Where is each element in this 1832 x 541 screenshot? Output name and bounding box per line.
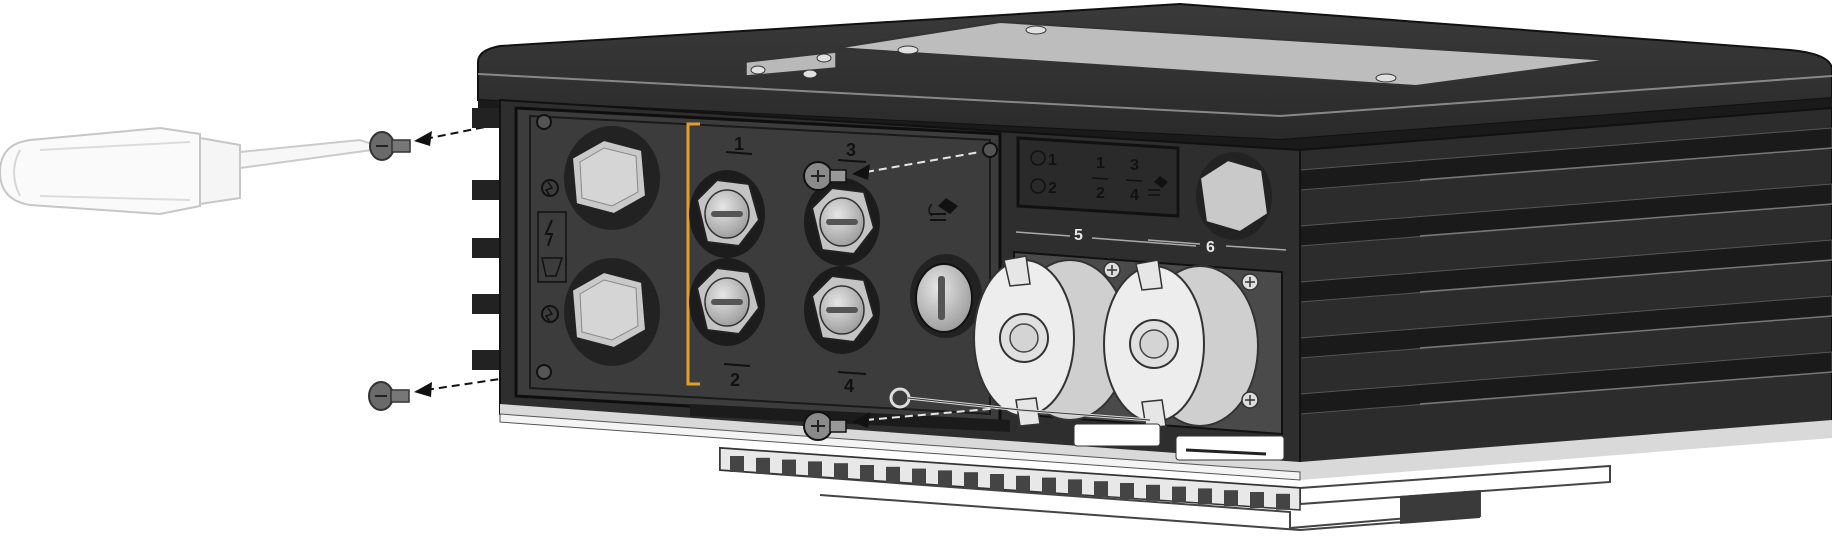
vent-slot	[756, 457, 770, 474]
screw-icon	[803, 161, 847, 191]
port-group-bracket	[686, 122, 700, 386]
vent-slot	[938, 470, 952, 487]
large-cable-gland	[564, 258, 660, 366]
vent-slot	[1224, 490, 1238, 507]
vent-slot	[1146, 484, 1160, 501]
port-label-1: 1	[734, 134, 744, 154]
screw-icon	[368, 381, 410, 411]
fin-edge	[1419, 203, 1832, 237]
round-connector-5	[973, 250, 1147, 427]
vent-slot	[990, 474, 1004, 490]
screw-icon	[803, 411, 847, 441]
vent-slot	[1120, 483, 1134, 499]
vent-slot	[1016, 475, 1030, 492]
vent-slot	[1276, 493, 1290, 510]
label-plate	[1175, 435, 1285, 461]
screw-icon	[369, 131, 411, 161]
vent-slot	[860, 465, 874, 481]
vent-slot	[964, 472, 978, 489]
port-label-3: 3	[846, 140, 856, 160]
indicator-label-box: 1 2 1 2 3 4	[1016, 136, 1180, 218]
led-label-1: 1	[1048, 152, 1057, 169]
indicator-col-b-bottom: 4	[1130, 187, 1139, 204]
vent-slot	[912, 468, 926, 485]
vent-slot	[1094, 481, 1108, 498]
removal-arrow	[852, 407, 1001, 428]
vent-slot	[808, 461, 822, 478]
port-label-4: 4	[844, 376, 854, 396]
vent-slot	[1042, 477, 1056, 494]
vent-slot	[1250, 492, 1264, 508]
ground-icon	[541, 305, 559, 323]
screwdriver-icon	[0, 126, 373, 216]
vent-slot	[1068, 479, 1082, 496]
small-cable-gland	[689, 170, 765, 258]
connector-cover-panel: 1 3 2 4	[514, 106, 1010, 432]
port-label-2: 2	[730, 370, 740, 390]
small-cable-gland	[804, 178, 880, 266]
warning-lightning-icon	[537, 211, 567, 283]
small-cable-gland	[689, 258, 765, 346]
ground-icon	[541, 179, 559, 197]
left-fins	[472, 108, 502, 370]
fin-edge	[1419, 315, 1832, 349]
large-cable-gland	[564, 126, 660, 230]
vent-slot	[1172, 486, 1186, 503]
connector-label-5: 5	[1074, 227, 1083, 244]
ground-wire	[889, 387, 1151, 422]
led-label-2: 2	[1048, 180, 1057, 197]
heat-sink-fins	[1299, 106, 1832, 474]
vent-slot	[834, 463, 848, 480]
vent-slot	[782, 459, 796, 476]
removal-arrow	[852, 151, 981, 180]
fin-edge	[1419, 147, 1832, 181]
label-plate	[1073, 423, 1161, 447]
gps-antenna-icon	[928, 198, 958, 221]
fin-edge	[1419, 259, 1832, 293]
antenna-cap	[910, 254, 982, 338]
vent-slot	[730, 456, 744, 472]
vent-slot	[1198, 488, 1212, 505]
indicator-col-b-top: 3	[1130, 157, 1139, 174]
fin-edge	[1419, 371, 1832, 405]
connector-label-6: 6	[1206, 239, 1215, 256]
vent-slot	[886, 466, 900, 483]
indicator-col-a-bottom: 2	[1096, 185, 1105, 202]
indicator-col-a-top: 1	[1096, 155, 1105, 172]
large-cable-gland	[1196, 152, 1272, 240]
round-connector-6	[1103, 259, 1283, 436]
small-cable-gland	[804, 266, 880, 354]
gps-antenna-icon	[1148, 176, 1168, 196]
